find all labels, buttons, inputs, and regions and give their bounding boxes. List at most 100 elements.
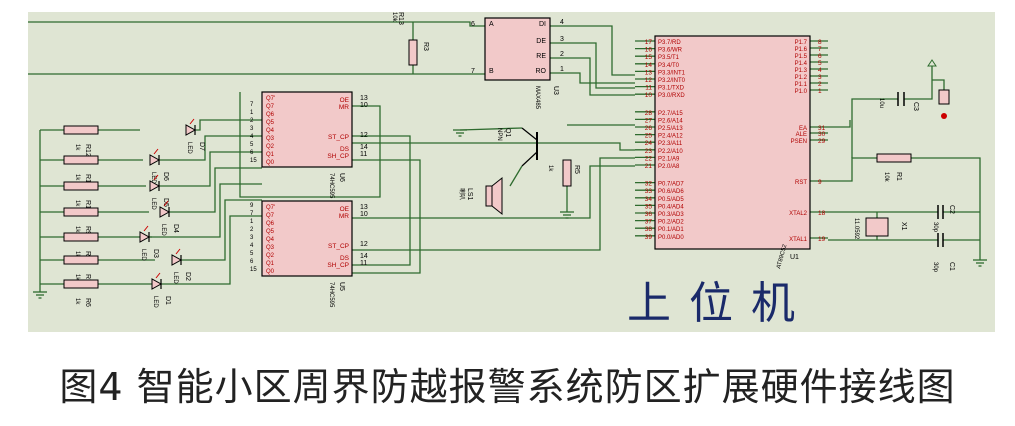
x1-value: 11.0592 bbox=[853, 218, 859, 240]
u3-part: MAX485 bbox=[534, 86, 540, 110]
u1-body bbox=[654, 35, 811, 250]
resistor-value: 1k bbox=[74, 298, 80, 305]
c1-ref: C1 bbox=[948, 262, 955, 271]
resistor-ref: R6 bbox=[84, 298, 91, 307]
r3-ref: R3 bbox=[422, 42, 429, 51]
u1-pin-name: P1.0 bbox=[795, 89, 808, 95]
led-d7-ray bbox=[189, 118, 195, 125]
led-d3 bbox=[139, 231, 151, 243]
u1-pin-num: 21 bbox=[645, 163, 653, 170]
u1-pin-num: 33 bbox=[645, 188, 653, 195]
u1-ref: U1 bbox=[790, 254, 799, 261]
led-ref: D2 bbox=[184, 272, 191, 281]
u6-pin-num: 12 bbox=[360, 132, 368, 139]
u3-pin-name: A bbox=[489, 21, 494, 28]
vcc-symbol bbox=[927, 59, 937, 67]
u1-pin-name: EA bbox=[799, 126, 807, 132]
reset-button-dot bbox=[941, 113, 947, 119]
u1-pin-num: 28 bbox=[645, 110, 653, 117]
u5-ref: U5 bbox=[338, 282, 345, 291]
u5-pin-name: Q4 bbox=[266, 237, 275, 243]
led-d4 bbox=[159, 206, 171, 218]
wire-ds-u5 bbox=[352, 157, 635, 251]
r13-ref: R13 bbox=[397, 12, 404, 25]
u3-pin-name: DE bbox=[536, 38, 546, 45]
u1-pin-name: P0.6/AD6 bbox=[658, 189, 684, 195]
u5-pin-name: Q5 bbox=[266, 229, 275, 235]
wire-stcp bbox=[352, 135, 411, 266]
u1-pin-num: 2 bbox=[818, 81, 822, 88]
resistor-r5 bbox=[562, 159, 572, 187]
resistor-value: 1k bbox=[74, 200, 80, 207]
u1-pin-name: RST bbox=[795, 180, 807, 186]
u1-pin-num: 27 bbox=[645, 117, 653, 124]
resistor-r7 bbox=[63, 255, 99, 265]
led-d6 bbox=[149, 154, 161, 166]
u1-pin-name: P2.2/A10 bbox=[658, 149, 683, 155]
wire-rst bbox=[828, 157, 877, 182]
u1-pin-name: P3.4/T0 bbox=[658, 63, 680, 69]
u1-pin-name: P1.1 bbox=[795, 82, 808, 88]
u1-pin-num: 19 bbox=[818, 236, 826, 243]
q1-type: NPN bbox=[496, 128, 502, 141]
u5-pin-name: OE bbox=[340, 206, 350, 213]
u6-pin-name: Q7 bbox=[266, 104, 275, 110]
u5-pin-num: 1 bbox=[250, 219, 254, 225]
u5-pin-num: 13 bbox=[360, 204, 368, 211]
resistor-r8 bbox=[63, 232, 99, 242]
u6-pin-name: Q2 bbox=[266, 144, 275, 150]
u1-pin-num: 1 bbox=[818, 88, 822, 95]
u5-pin-num: 4 bbox=[250, 243, 254, 249]
u1-pin-num: 17 bbox=[645, 39, 653, 46]
u3-body bbox=[484, 17, 551, 81]
u1-pin-name: P0.3/AD3 bbox=[658, 212, 684, 218]
resistor-ref: R10 bbox=[84, 200, 91, 213]
u1-pin-name: P3.5/T1 bbox=[658, 55, 680, 61]
r1-value: 10k bbox=[883, 172, 889, 183]
u1-pin-num: 11 bbox=[645, 85, 652, 92]
u1-pin-num: 26 bbox=[645, 125, 653, 132]
u6-pin-name: OE bbox=[340, 97, 350, 104]
r5-value: 1k bbox=[547, 165, 553, 172]
u3-pin-num: 6 bbox=[471, 21, 475, 28]
u5-pin-num: 10 bbox=[360, 211, 368, 218]
resistor-r6 bbox=[63, 279, 99, 289]
u5-pin-name: Q7' bbox=[266, 205, 275, 211]
u1-pin-name: P2.4/A12 bbox=[658, 134, 683, 140]
u5-pin-name: Q1 bbox=[266, 261, 275, 267]
c1-value: 30p bbox=[932, 262, 938, 273]
led-d5 bbox=[149, 180, 161, 192]
resistor-r12 bbox=[63, 125, 99, 135]
u5-pin-num: 3 bbox=[250, 235, 254, 241]
wire-led-output bbox=[169, 167, 262, 213]
wire-ds-u6 bbox=[352, 142, 635, 151]
led-value: LED bbox=[186, 142, 192, 154]
u5-pin-name: Q3 bbox=[266, 245, 275, 251]
u1-pin-name: XTAL2 bbox=[789, 211, 808, 217]
u6-pin-name: Q3 bbox=[266, 136, 275, 142]
led-d3-ray bbox=[143, 225, 149, 232]
u5-pin-name: SH_CP bbox=[327, 262, 349, 269]
c3-ref: C3 bbox=[912, 102, 919, 111]
c2-ref: C2 bbox=[948, 205, 955, 214]
u6-pin-num: 15 bbox=[250, 158, 257, 164]
u1-pin-num: 37 bbox=[645, 219, 653, 226]
u1-pin-num: 25 bbox=[645, 133, 653, 140]
resistor-ref: R9 bbox=[84, 226, 91, 235]
u5-pin-num: 7 bbox=[250, 211, 254, 217]
u5-part: 74HC595 bbox=[328, 282, 334, 308]
u1-pin-num: 12 bbox=[645, 77, 653, 84]
u5-pin-num: 15 bbox=[250, 267, 257, 273]
u1-pin-name: ALE bbox=[796, 132, 807, 138]
u1-pin-num: 18 bbox=[818, 210, 826, 217]
u5-pin-num: 14 bbox=[360, 253, 368, 260]
u3-pin-num: 7 bbox=[471, 68, 475, 75]
u6-pin-name: MR bbox=[339, 104, 349, 111]
wire-cascade bbox=[239, 92, 381, 198]
u6-body bbox=[261, 91, 353, 168]
u6-pin-num: 2 bbox=[250, 118, 254, 124]
wire-led-output bbox=[181, 199, 262, 261]
u1-pin-num: 23 bbox=[645, 148, 653, 155]
u3-pin-num: 1 bbox=[560, 66, 564, 73]
